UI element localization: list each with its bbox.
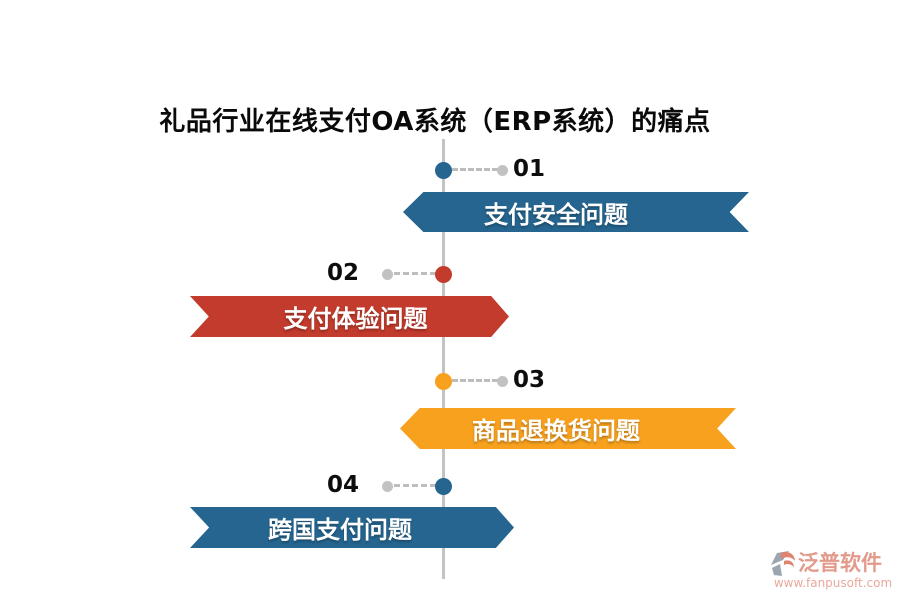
- item-number-01: 01: [513, 156, 546, 182]
- item-number-02: 02: [327, 260, 360, 286]
- connector-end-dot-03: [497, 376, 508, 387]
- timeline-node-dot-01: [435, 162, 452, 179]
- connector-dash-03: [452, 379, 498, 382]
- connector-dash-02: [394, 272, 436, 275]
- fanpu-logo-icon: [771, 551, 795, 576]
- banner-returns-exchange: 商品退换货问题: [400, 408, 736, 449]
- banner-payment-security: 支付安全问题: [403, 192, 749, 232]
- timeline-axis: [442, 139, 445, 579]
- banner-crossborder-payment: 跨国支付问题: [190, 507, 514, 548]
- connector-dash-01: [452, 168, 498, 171]
- item-number-03: 03: [513, 367, 546, 393]
- banner-payment-experience: 支付体验问题: [190, 296, 509, 337]
- connector-end-dot-04: [382, 481, 393, 492]
- banner-label: 商品退换货问题: [472, 417, 640, 445]
- page-title: 礼品行业在线支付OA系统（ERP系统）的痛点: [159, 107, 711, 137]
- connector-end-dot-02: [382, 269, 393, 280]
- banner-label: 支付安全问题: [484, 200, 628, 229]
- item-number-04: 04: [327, 472, 360, 498]
- vendor-brand-name: 泛普软件: [798, 551, 882, 575]
- vendor-url: www.fanpusoft.com: [773, 576, 893, 590]
- timeline-node-dot-03: [435, 373, 452, 390]
- timeline-node-dot-04: [435, 478, 452, 495]
- connector-end-dot-01: [497, 165, 508, 176]
- vendor-watermark: 泛普软件 www.fanpusoft.com: [768, 549, 898, 590]
- timeline-node-dot-02: [435, 266, 452, 283]
- connector-dash-04: [394, 484, 436, 487]
- banner-label: 支付体验问题: [283, 305, 428, 333]
- banner-label: 跨国支付问题: [268, 516, 412, 544]
